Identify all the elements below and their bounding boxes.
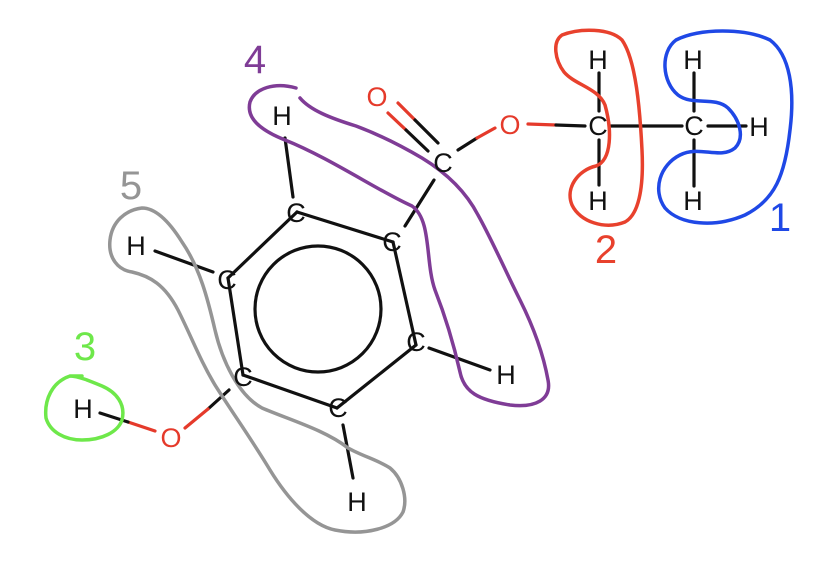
group-4-outline [247,83,551,408]
atom-h-ch3-bottom: H [683,186,703,216]
bond-ohyd-h-red [126,420,157,433]
atom-c-ring-right-upper: C [382,227,402,257]
atom-h-ring-left-upper: H [126,231,146,261]
bond-c-oester-black [456,136,479,152]
atom-c-carbonyl: C [433,148,453,178]
atom-c-ring-top: C [286,198,306,228]
bond-co-double-b-black [413,118,440,145]
atom-h-ch3-right: H [749,112,769,142]
group-number-labels: 1 2 3 4 5 [74,38,791,369]
atom-c-ch3: C [684,111,704,141]
bond-ch-left [153,249,215,274]
bond-co-double-b-red [396,101,417,122]
atom-o-hydroxyl: O [160,423,181,453]
oxygen-bonds [98,101,587,433]
group-outlines [43,28,794,534]
atom-c-ring-right-lower: C [406,327,426,357]
group-2-outline [554,28,645,227]
atom-c-ring-left-lower: C [233,362,253,392]
group-5-label: 5 [120,164,142,208]
bond-ring-6 [226,210,299,280]
bond-ring-1 [295,210,395,244]
aromatic-ring-circle [253,244,383,374]
atom-o-carbonyl: O [366,82,387,112]
atom-o-ester: O [499,110,520,140]
atom-h-ring-right-lower: H [496,360,516,390]
bond-ring-5 [226,276,245,377]
group-1-label: 1 [769,196,791,240]
bond-ring-ohyd-red [183,407,210,430]
group-1-outline [656,29,794,225]
atom-labels: O O O C C C C C C C C C H H H H H H H H … [73,45,769,517]
bond-oester-ch2-red [526,122,558,127]
bond-ring-2 [391,240,418,347]
atom-h-ch3-top: H [683,45,703,75]
group-3-outline [43,374,125,442]
atom-h-ch2-top: H [588,45,608,75]
bond-oester-ch2-black [554,123,587,128]
bond-co-double-a-black [404,128,430,153]
bond-ring-4 [241,373,339,410]
bond-ring-carbonyl [403,178,436,228]
group-2-label: 2 [595,228,617,272]
bond-ring-3 [335,343,418,410]
atom-h-hydroxyl: H [73,394,93,424]
atom-h-ring-bottom: H [347,487,367,517]
group-3-label: 3 [74,325,96,369]
bond-ch-top [283,136,295,199]
bond-ch-right [427,346,492,372]
atom-c-ch2: C [588,111,608,141]
group-5-outline [108,206,407,534]
group-4-label: 4 [244,38,266,82]
bonds [153,71,748,480]
bond-ring-ohyd-black [206,388,231,411]
atom-c-ring-bottom: C [328,393,348,423]
atom-h-ch2-bottom: H [588,186,608,216]
bond-c-oester-red [475,126,497,140]
bond-ch-bottom [341,423,355,480]
atom-h-ring-top: H [272,101,292,131]
atom-c-ring-left-upper: C [217,265,237,295]
bond-co-double-a-red [386,111,408,132]
